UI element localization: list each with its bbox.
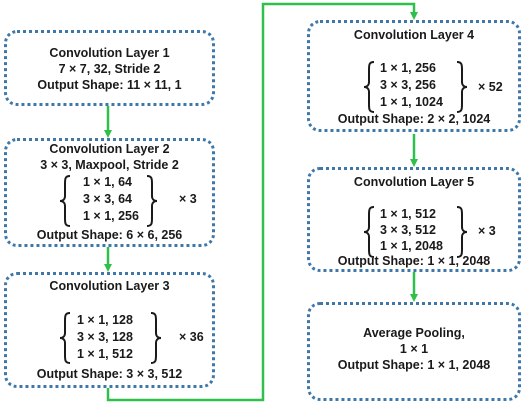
average-pooling-box: Average Pooling, 1 × 1 Output Shape: 1 ×…	[307, 302, 521, 401]
conv-layer-3-output: Output Shape: 3 × 3, 512	[36, 367, 183, 381]
conv-layer-2-box: Convolution Layer 2 3 × 3, Maxpool, Stri…	[4, 138, 215, 247]
conv-layer-1-output: Output Shape: 11 × 11, 1	[37, 78, 182, 92]
conv-layer-4-row-3: 1 × 1, 1024	[380, 95, 443, 109]
right-brace-icon	[146, 175, 158, 227]
right-brace-icon	[456, 61, 468, 113]
conv-layer-3-repeat: × 36	[179, 330, 204, 344]
left-brace-icon	[59, 175, 71, 227]
right-brace-icon	[150, 312, 162, 364]
left-brace-icon	[363, 61, 375, 113]
conv-layer-5-box: Convolution Layer 5 1 × 1, 512 3 × 3, 51…	[307, 167, 521, 272]
average-pooling-output: Output Shape: 1 × 1, 2048	[337, 358, 491, 372]
conv-layer-3-box: Convolution Layer 3 1 × 1, 128 3 × 3, 12…	[4, 272, 215, 388]
conv-layer-2-title: Convolution Layer 2	[49, 142, 170, 156]
left-brace-icon	[363, 206, 375, 258]
right-brace-icon	[456, 206, 468, 258]
conv-layer-4-row-1: 1 × 1, 256	[380, 61, 436, 75]
conv-layer-2-row-3: 1 × 1, 256	[83, 209, 139, 223]
conv-layer-2-repeat: × 3	[179, 192, 197, 206]
conv-layer-4-row-2: 3 × 3, 256	[380, 78, 436, 92]
average-pooling-size: 1 × 1	[399, 342, 429, 356]
conv-layer-5-output: Output Shape: 1 × 1, 2048	[337, 254, 491, 268]
conv-layer-4-output: Output Shape: 2 × 2, 1024	[337, 112, 491, 126]
left-brace-icon	[59, 312, 71, 364]
conv-layer-4-box: Convolution Layer 4 1 × 1, 256 3 × 3, 25…	[307, 20, 521, 132]
conv-layer-1-kernel: 7 × 7, 32, Stride 2	[58, 62, 161, 76]
conv-layer-2-row-1: 1 × 1, 64	[83, 175, 132, 189]
conv-layer-3-title: Convolution Layer 3	[49, 279, 170, 293]
conv-layer-3-row-1: 1 × 1, 128	[77, 313, 133, 327]
conv-layer-4-repeat: × 52	[478, 80, 503, 94]
conv-layer-3-row-2: 3 × 3, 128	[77, 330, 133, 344]
conv-layer-5-row-2: 3 × 3, 512	[380, 223, 436, 237]
conv-layer-2-maxpool: 3 × 3, Maxpool, Stride 2	[40, 158, 179, 172]
conv-layer-1-title: Convolution Layer 1	[49, 46, 170, 60]
average-pooling-title: Average Pooling,	[363, 326, 465, 340]
conv-layer-4-title: Convolution Layer 4	[353, 28, 475, 42]
conv-layer-3-row-3: 1 × 1, 512	[77, 347, 133, 361]
conv-layer-2-output: Output Shape: 6 × 6, 256	[36, 228, 183, 242]
conv-layer-5-row-3: 1 × 1, 2048	[380, 239, 443, 253]
conv-layer-1-box: Convolution Layer 1 7 × 7, 32, Stride 2 …	[4, 30, 215, 106]
conv-layer-5-repeat: × 3	[478, 224, 496, 238]
conv-layer-5-title: Convolution Layer 5	[353, 175, 475, 189]
conv-layer-2-row-2: 3 × 3, 64	[83, 192, 132, 206]
conv-layer-5-row-1: 1 × 1, 512	[380, 207, 436, 221]
